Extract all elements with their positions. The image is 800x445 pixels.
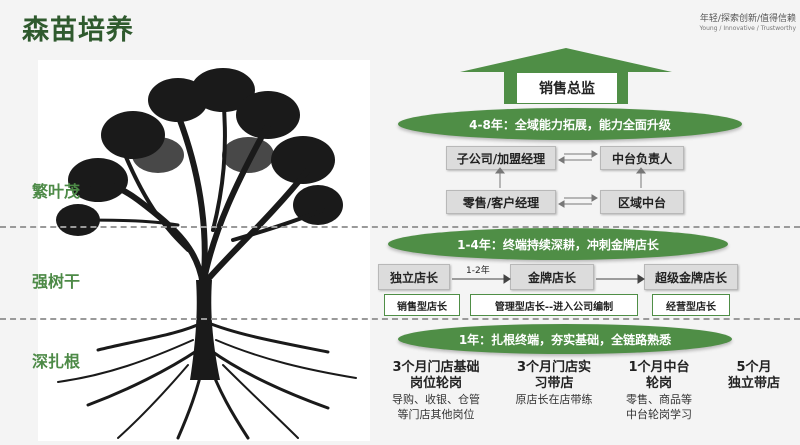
slogan-cn: 年轻/探索创新/值得信赖: [699, 14, 796, 24]
tag-sales-manager: 销售型店长: [384, 294, 460, 316]
sales-director-box: 销售总监: [516, 72, 618, 104]
stage-1-desc-line1: 导购、收银、仓管: [392, 393, 480, 406]
slogan: 年轻/探索创新/值得信赖 Young / Innovative / Trustw…: [700, 14, 796, 33]
tree-icon: [56, 68, 357, 440]
banner-level1: 4-8年：全域能力拓展，能力全面升级: [398, 108, 742, 140]
slogan-en: Young / Innovative / Trustworthy: [699, 25, 796, 32]
stage-4: 5个月 独立带店: [716, 360, 792, 392]
box-gold-manager: 金牌店长: [510, 264, 594, 290]
stage-4-title-line1: 5个月: [736, 360, 772, 375]
section-label-top: 繁叶茂: [32, 182, 81, 201]
arrow-label-years: 1-2年: [466, 266, 490, 276]
stage-2-title-line2: 习带店: [534, 376, 574, 391]
stage-1: 3个月门店基础 岗位轮岗 导购、收银、仓管 等门店其他岗位: [380, 360, 492, 422]
stage-4-title-line2: 独立带店: [727, 376, 780, 391]
tag-management-manager: 管理型店长--进入公司编制: [470, 294, 638, 316]
stage-2: 3个月门店实 习带店 原店长在店带练: [500, 360, 608, 407]
stage-3-desc-line2: 中台轮岗学习: [626, 408, 692, 421]
box-super-gold-manager: 超级金牌店长: [644, 264, 738, 290]
box-subsidiary-manager: 子公司/加盟经理: [446, 146, 556, 170]
stage-3-desc-line1: 零售、商品等: [626, 393, 692, 406]
stage-1-title-line1: 3个月门店基础: [392, 360, 480, 375]
section-label-bottom: 深扎根: [32, 352, 81, 371]
stage-3-title-line2: 轮岗: [645, 376, 672, 391]
tree-illustration: [38, 60, 370, 441]
divider-bottom: [0, 318, 800, 320]
banner-level3: 1年：扎根终端，夯实基础，全链路熟悉: [398, 324, 732, 354]
top-arrow: 销售总监: [458, 46, 674, 106]
box-independent-manager: 独立店长: [378, 264, 450, 290]
stage-3: 1个月中台 轮岗 零售、商品等 中台轮岗学习: [614, 360, 704, 422]
stage-2-title-line1: 3个月门店实: [516, 360, 592, 375]
banner-level2: 1-4年：终端持续深耕，冲刺金牌店长: [388, 228, 728, 260]
box-retail-manager: 零售/客户经理: [446, 190, 556, 214]
box-regional-midoffice: 区域中台: [600, 190, 684, 214]
box-midoffice-head: 中台负责人: [600, 146, 684, 170]
stage-1-desc-line2: 等门店其他岗位: [397, 408, 475, 421]
divider-top: [0, 226, 800, 228]
stage-1-title-line2: 岗位轮岗: [409, 376, 462, 391]
stage-3-title-line1: 1个月中台: [628, 360, 690, 375]
level2-arrows: [452, 274, 645, 284]
section-label-mid: 强树干: [32, 272, 81, 291]
level1-connectors: [494, 150, 647, 208]
page-title: 森苗培养: [22, 15, 134, 46]
tag-operating-manager: 经营型店长: [652, 294, 730, 316]
stage-2-desc-line1: 原店长在店带练: [515, 393, 593, 406]
